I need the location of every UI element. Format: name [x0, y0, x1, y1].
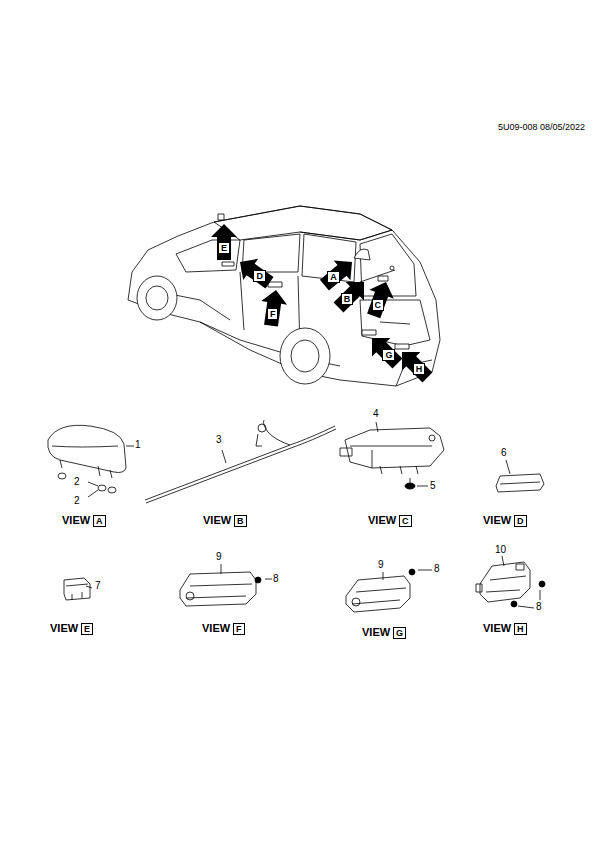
view-letter: F — [267, 308, 279, 320]
view-label: VIEW — [50, 622, 78, 635]
view-letter: G — [393, 627, 406, 639]
view-letter: D — [253, 270, 266, 282]
callout-number: 4 — [373, 408, 379, 420]
callout-number: 8 — [273, 573, 279, 585]
view-arrow — [211, 224, 237, 260]
callout-number: 2 — [74, 495, 80, 507]
callout-number: 10 — [495, 544, 506, 556]
view-letter: A — [93, 515, 106, 527]
module-g — [346, 569, 432, 612]
callout-number: 1 — [135, 439, 141, 451]
view-label: VIEW — [368, 514, 396, 527]
callout-number: 5 — [430, 480, 436, 492]
view-label: VIEW — [203, 514, 231, 527]
view-arrow — [233, 251, 277, 293]
view-arrow — [393, 343, 437, 387]
view-letter: D — [514, 515, 527, 527]
antenna-cable — [145, 420, 336, 503]
fin-antenna — [48, 425, 134, 497]
view-letter: E — [81, 623, 93, 635]
callout-number: 7 — [95, 580, 101, 592]
view-label: VIEW — [483, 514, 511, 527]
view-letter: F — [233, 623, 245, 635]
drawing-code: 5U09-008 08/05/2022 — [498, 121, 585, 133]
view-letter: B — [234, 515, 247, 527]
view-letter: H — [413, 363, 426, 375]
view-arrow — [258, 288, 289, 327]
callout-number: 8 — [536, 601, 542, 613]
view-label: VIEW — [362, 626, 390, 639]
view-label: VIEW — [62, 514, 90, 527]
view-letter: H — [514, 623, 527, 635]
view-arrow — [363, 329, 407, 373]
callout-number: 9 — [378, 559, 384, 571]
vehicle-outline — [128, 206, 440, 386]
view-letter: A — [327, 271, 340, 283]
module-h — [476, 556, 545, 608]
view-letter: C — [372, 299, 385, 311]
view-letter: G — [382, 349, 395, 361]
callout-number: 8 — [434, 563, 440, 575]
view-label: VIEW — [202, 622, 230, 635]
callout-number: 2 — [74, 476, 80, 488]
view-letter: C — [399, 515, 412, 527]
antenna-module — [496, 460, 544, 492]
view-label: VIEW — [483, 622, 511, 635]
view-letter: B — [341, 293, 354, 305]
connector — [64, 578, 92, 600]
module-f — [180, 564, 272, 606]
callout-number: 6 — [501, 447, 507, 459]
antenna-amplifier — [340, 422, 444, 489]
callout-number: 9 — [216, 551, 222, 563]
callout-number: 3 — [216, 434, 222, 446]
view-arrow — [361, 278, 398, 321]
view-letter: E — [218, 242, 230, 254]
